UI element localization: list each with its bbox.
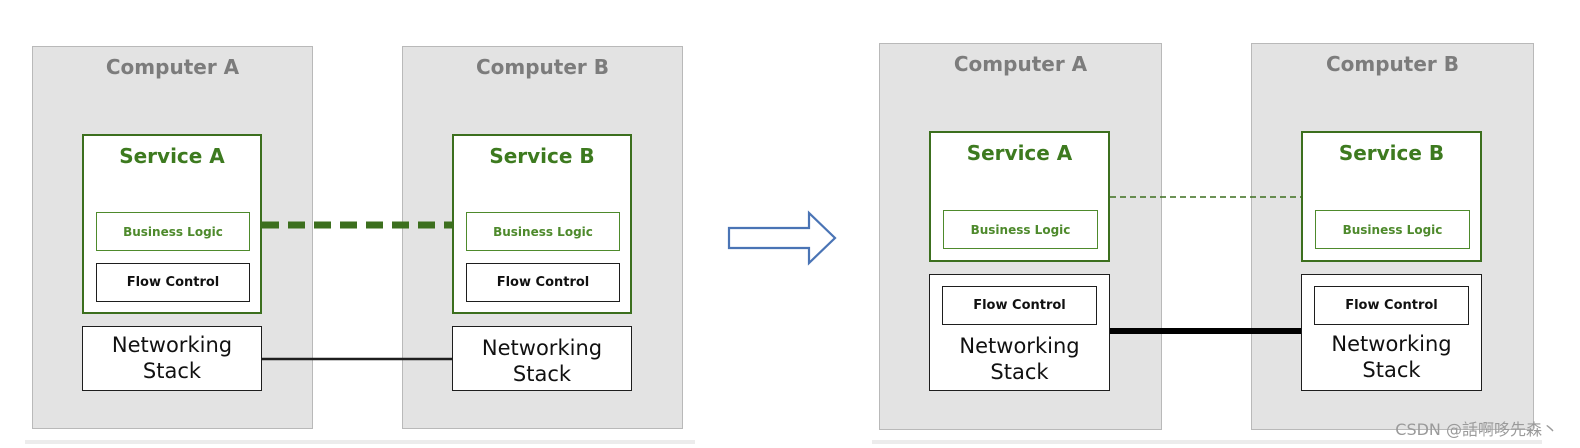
left-service-b-box: Service B Business Logic Flow Control (452, 134, 632, 314)
business-logic-box: Business Logic (1315, 210, 1470, 249)
flow-control-box: Flow Control (96, 263, 250, 302)
service-title: Service B (489, 144, 595, 168)
service-title: Service A (966, 141, 1073, 165)
right-service-a-box: Service A Business Logic (929, 131, 1110, 262)
business-logic-box: Business Logic (96, 212, 250, 251)
left-floor-shadow (25, 440, 695, 444)
right-b-networking-stack-box: Flow Control Networking Stack (1301, 274, 1482, 391)
flow-control-box: Flow Control (942, 286, 1097, 325)
computer-title: Computer A (953, 52, 1088, 76)
right-floor-shadow (872, 440, 1542, 444)
left-a-networking-stack-box: Networking Stack (82, 326, 262, 391)
business-logic-box: Business Logic (943, 210, 1098, 249)
service-title: Service A (119, 144, 225, 168)
right-a-networking-stack-box: Flow Control Networking Stack (929, 274, 1110, 391)
networking-stack-label: Networking Stack (481, 336, 603, 386)
transition-arrow-icon (727, 210, 837, 266)
right-service-b-box: Service B Business Logic (1301, 131, 1482, 262)
networking-stack-label: Networking Stack (1331, 332, 1452, 382)
flow-control-box: Flow Control (1314, 286, 1469, 325)
computer-title: Computer A (105, 55, 240, 79)
networking-stack-label: Networking Stack (111, 333, 233, 383)
flow-control-box: Flow Control (466, 263, 620, 302)
computer-title: Computer B (1325, 52, 1459, 76)
left-b-networking-stack-box: Networking Stack (452, 326, 632, 391)
service-title: Service B (1338, 141, 1445, 165)
computer-title: Computer B (475, 55, 609, 79)
networking-stack-label: Networking Stack (959, 334, 1080, 384)
left-service-a-box: Service A Business Logic Flow Control (82, 134, 262, 314)
business-logic-box: Business Logic (466, 212, 620, 251)
watermark-text: CSDN @話啊哆先森丶 (1395, 420, 1558, 439)
